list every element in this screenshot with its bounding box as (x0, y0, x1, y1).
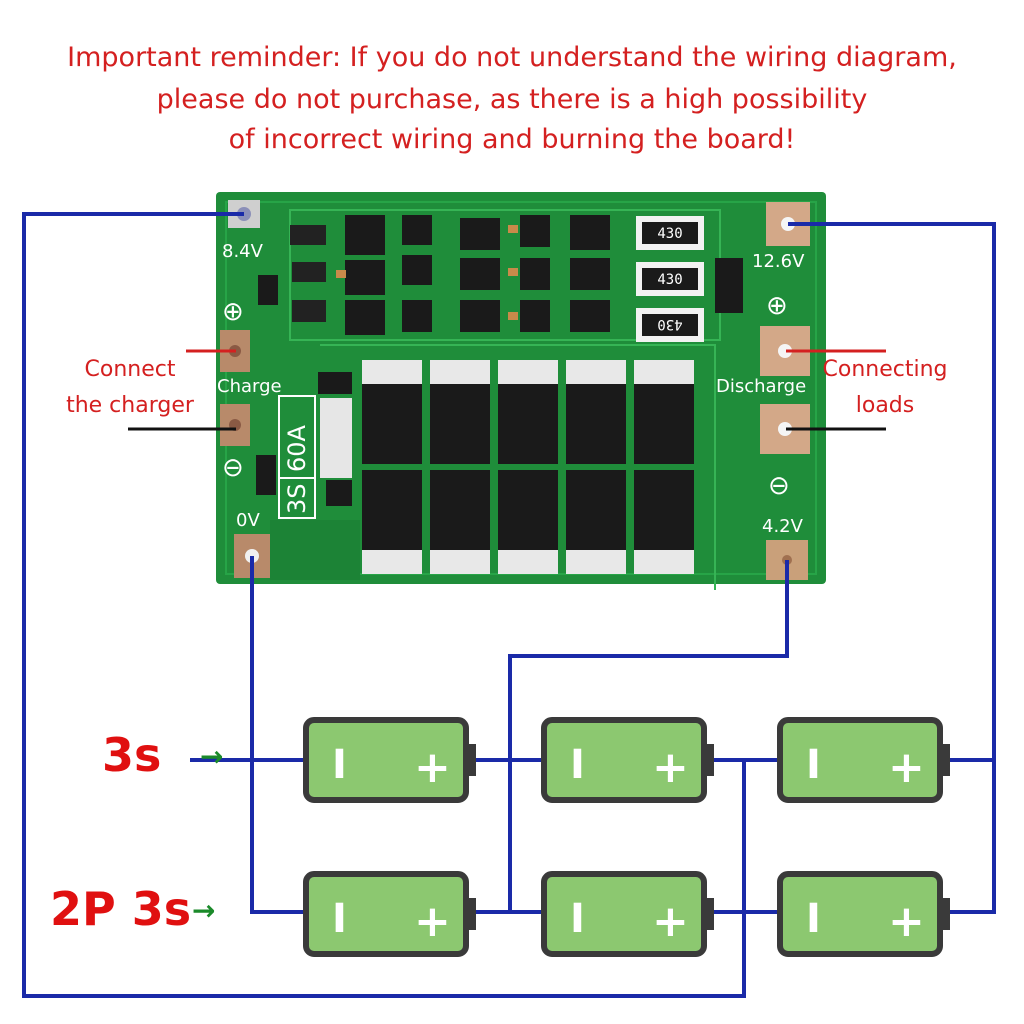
warning-line-2: please do not purchase, as there is a hi… (156, 84, 868, 115)
pad-4v2-label: 4.2V (762, 516, 804, 537)
bms-board: 430 430 430 (216, 192, 826, 590)
svg-text:I: I (806, 896, 821, 942)
svg-text:+: + (888, 896, 925, 947)
model-label: 60A 3S (278, 395, 316, 519)
svg-text:I: I (570, 896, 585, 942)
svg-text:I: I (570, 742, 585, 788)
svg-text:+: + (888, 742, 925, 793)
smd-components (258, 215, 743, 335)
battery-1c: I + (777, 717, 950, 803)
shunt-resistors: 430 430 430 (636, 216, 704, 342)
discharge-plus-icon: ⊕ (766, 291, 788, 321)
warning-line-3: of incorrect wiring and burning the boar… (228, 124, 796, 155)
config-3s-arrow: → (200, 740, 224, 773)
pad-0v-label: 0V (236, 510, 260, 531)
resistor-label-1: 430 (657, 226, 682, 242)
battery-1b: I + (541, 717, 714, 803)
svg-text:+: + (414, 896, 451, 947)
connecting-loads-label: Connecting loads (810, 352, 960, 424)
connect-charger-line-2: the charger (66, 393, 194, 418)
via-field (270, 520, 360, 580)
wires (22, 212, 996, 998)
discharge-minus-icon: ⊖ (768, 471, 790, 501)
config-2p3s-arrow: → (192, 894, 216, 927)
connecting-loads-line-1: Connecting (822, 357, 948, 382)
connect-charger-label: Connect the charger (40, 352, 220, 424)
connecting-loads-line-2: loads (855, 393, 915, 418)
charge-plus-icon: ⊕ (222, 297, 244, 327)
connect-charger-line-1: Connect (84, 357, 176, 382)
svg-text:+: + (652, 742, 689, 793)
model-60a: 60A (283, 424, 311, 472)
svg-text:I: I (332, 742, 347, 788)
svg-text:+: + (414, 742, 451, 793)
battery-2a: I + (303, 871, 476, 957)
battery-2b: I + (541, 871, 714, 957)
battery-1a: I + (303, 717, 476, 803)
svg-text:I: I (332, 896, 347, 942)
charge-minus-icon: ⊖ (222, 453, 244, 483)
mosfet-array (256, 360, 694, 574)
resistor-label-2: 430 (657, 272, 682, 288)
config-2p3s-label: 2P 3s (50, 882, 192, 936)
svg-text:I: I (806, 742, 821, 788)
pad-8v4-label: 8.4V (222, 241, 264, 262)
charger-leads (128, 349, 886, 431)
battery-2c: I + (777, 871, 950, 957)
resistor-label-3: 430 (657, 316, 682, 332)
config-3s-label: 3s (102, 728, 162, 782)
battery-row-1: I + I + I + (303, 717, 950, 803)
battery-row-2: I + I + I + (303, 871, 950, 957)
pad-charge-minus[interactable] (220, 404, 250, 446)
svg-text:+: + (652, 896, 689, 947)
model-3s: 3S (283, 483, 311, 514)
charge-label: Charge (217, 376, 282, 397)
pad-12v6-label: 12.6V (752, 251, 805, 272)
warning-line-1: Important reminder: If you do not unders… (67, 42, 957, 73)
discharge-label: Discharge (716, 376, 806, 397)
